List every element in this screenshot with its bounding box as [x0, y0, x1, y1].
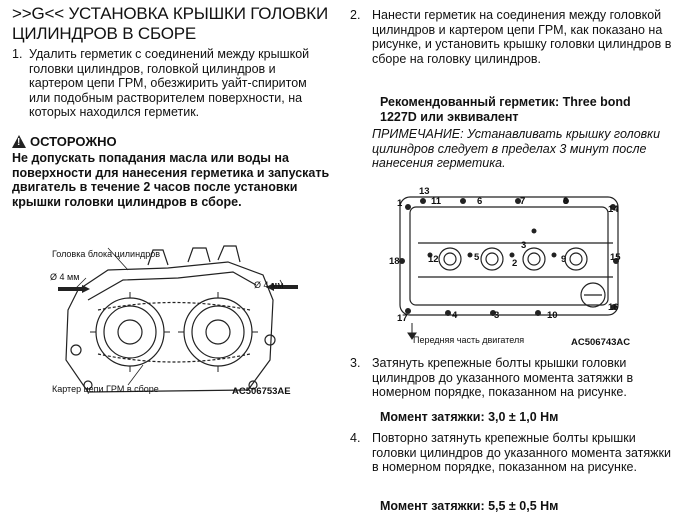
bolt-number: 18	[389, 256, 400, 267]
timing-cover-figure	[48, 240, 300, 400]
bolt-number: 4	[452, 310, 458, 321]
step-1-text: Удалить герметик с соединений между крыш…	[29, 47, 310, 120]
bolt-number: 12	[428, 254, 439, 265]
caution-header: ОСТОРОЖНО	[12, 133, 337, 149]
bolt-sequence-figure	[388, 183, 633, 343]
head-cover-drawing	[399, 196, 619, 340]
bolt-number: 16	[608, 302, 619, 313]
caution-text: Не допускать попадания масла или воды на…	[12, 151, 330, 209]
bolt-number: 11	[431, 196, 442, 207]
bolt-number: 7	[520, 196, 526, 207]
torque-spec-2: Момент затяжки: 5,5 ± 0,5 Нм	[380, 499, 559, 513]
warning-triangle-icon	[12, 134, 26, 148]
bolt-number: 10	[547, 310, 558, 321]
note-text: ПРИМЕЧАНИЕ: Устанавливать крышку головки…	[372, 127, 661, 171]
bolt-number: 1	[397, 198, 403, 209]
caution-label: ОСТОРОЖНО	[30, 133, 117, 149]
step-4-text: Повторно затянуть крепежные болты крышки…	[372, 431, 671, 475]
figure-label-diameter-left: Ø 4 мм	[50, 272, 80, 282]
figure-label-timing-cover: Картер цепи ГРМ в сборе	[52, 384, 159, 394]
front-of-engine-label: Передняя часть двигателя	[413, 335, 525, 345]
step-4-number: 4.	[350, 431, 361, 445]
timing-cover-drawing	[58, 245, 298, 393]
figure-code-right: AC506743AC	[571, 337, 631, 348]
figure-label-diameter-right: Ø 4 мм	[254, 280, 284, 290]
torque-spec-1: Момент затяжки: 3,0 ± 1,0 Нм	[380, 410, 559, 424]
step-2-text: Нанести герметик на соединения между гол…	[372, 8, 672, 66]
step-3-number: 3.	[350, 356, 361, 370]
bolt-number: 8	[563, 196, 569, 207]
bolt-number: 5	[474, 252, 480, 263]
bolt-number: 6	[477, 196, 483, 207]
bolt-number: 13	[419, 186, 430, 197]
figure-label-head: Головка блока цилиндров	[52, 249, 161, 259]
bolt-number: 3	[521, 240, 527, 251]
caution-block: ОСТОРОЖНО Не допускать попадания масла и…	[12, 133, 337, 209]
figure-code-left: AC506753AE	[232, 386, 291, 397]
section-title: >>G<< УСТАНОВКА КРЫШКИ ГОЛОВКИ ЦИЛИНДРОВ…	[12, 4, 328, 43]
bolt-number: 15	[610, 252, 621, 263]
step-2-number: 2.	[350, 8, 361, 22]
step-3-text: Затянуть крепежные болты крышки головки …	[372, 356, 634, 400]
bolt-number: 9	[561, 254, 567, 265]
bolt-number: 2	[512, 258, 518, 269]
bolt-number: 14	[608, 204, 619, 215]
sealant-spec: Рекомендованный герметик: Three bond 122…	[380, 95, 631, 124]
step-1-number: 1.	[12, 47, 23, 61]
bolt-number: 3	[494, 310, 500, 321]
bolt-number: 17	[397, 313, 408, 324]
